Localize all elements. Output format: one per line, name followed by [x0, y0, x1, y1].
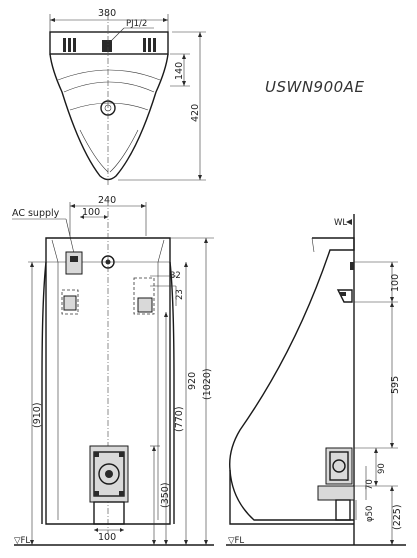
- top-depth-140: 140: [174, 62, 185, 80]
- front-dim-910: (910): [32, 402, 43, 428]
- front-dim-23: 23: [175, 289, 185, 300]
- model-number: USWN900AE: [265, 78, 364, 96]
- side-floor-label: ▽FL: [228, 536, 244, 546]
- front-view: 240 100 AC supply 32 23: [12, 195, 214, 546]
- front-floor-label: ▽FL: [14, 536, 30, 546]
- side-dim-225: (225): [392, 504, 403, 530]
- front-bottom-100: 100: [98, 532, 116, 543]
- front-dim-920: 920: [187, 372, 198, 390]
- front-dim-32: 32: [170, 271, 181, 281]
- front-dim-1020: (1020): [202, 368, 213, 400]
- top-depth-420: 420: [190, 104, 201, 122]
- side-view: WL 100 595 90 70 φ50: [226, 214, 406, 546]
- pipe-thread-label: PJ1/2: [126, 19, 147, 29]
- side-dim-70: 70: [365, 479, 375, 490]
- front-top-width: 240: [98, 195, 116, 206]
- side-dim-595: 595: [390, 376, 401, 394]
- top-width-dimension: 380: [98, 8, 116, 19]
- side-dim-90: 90: [377, 463, 387, 474]
- side-dim-100: 100: [390, 274, 401, 292]
- side-dim-50: φ50: [365, 506, 375, 522]
- front-offset-100: 100: [82, 207, 100, 218]
- front-dim-770: (770): [174, 406, 185, 432]
- ac-supply-label: AC supply: [12, 208, 60, 219]
- top-view: 380 PJ1/2 140 4: [49, 8, 206, 186]
- side-wall-label: WL: [334, 218, 347, 228]
- front-dim-350: (350): [160, 482, 171, 508]
